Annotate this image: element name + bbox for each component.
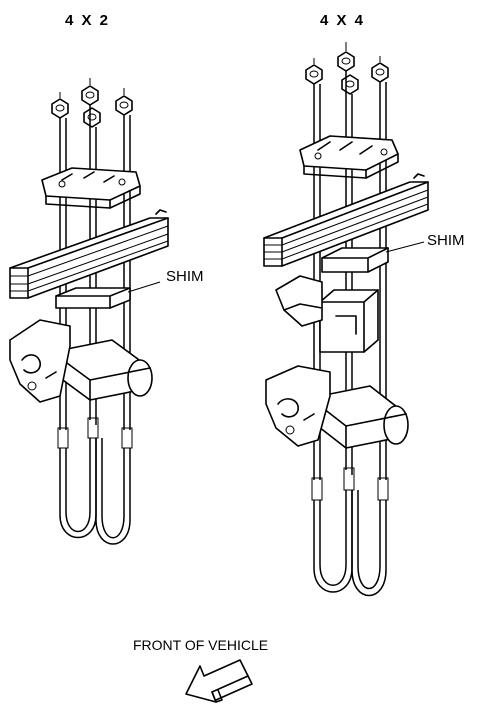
assembly-4x2: SHIM xyxy=(9,78,204,545)
nut-icon xyxy=(305,64,323,85)
title-4x4: 4 X 4 xyxy=(320,12,365,29)
assembly-4x4: SHIM xyxy=(263,42,465,597)
front-direction-arrow-icon xyxy=(185,659,253,703)
nut-icon xyxy=(371,62,389,83)
shim-label-4x2: SHIM xyxy=(166,268,204,285)
nut-icon xyxy=(81,85,99,106)
nut-icon xyxy=(51,98,69,119)
nut-icon xyxy=(115,95,133,116)
front-of-vehicle-label: FRONT OF VEHICLE xyxy=(133,637,268,653)
nut-icon xyxy=(341,74,359,95)
nut-icon xyxy=(337,51,355,72)
title-4x2: 4 X 2 xyxy=(65,12,110,29)
shim-label-4x4: SHIM xyxy=(427,232,465,249)
nut-icon xyxy=(83,107,101,128)
